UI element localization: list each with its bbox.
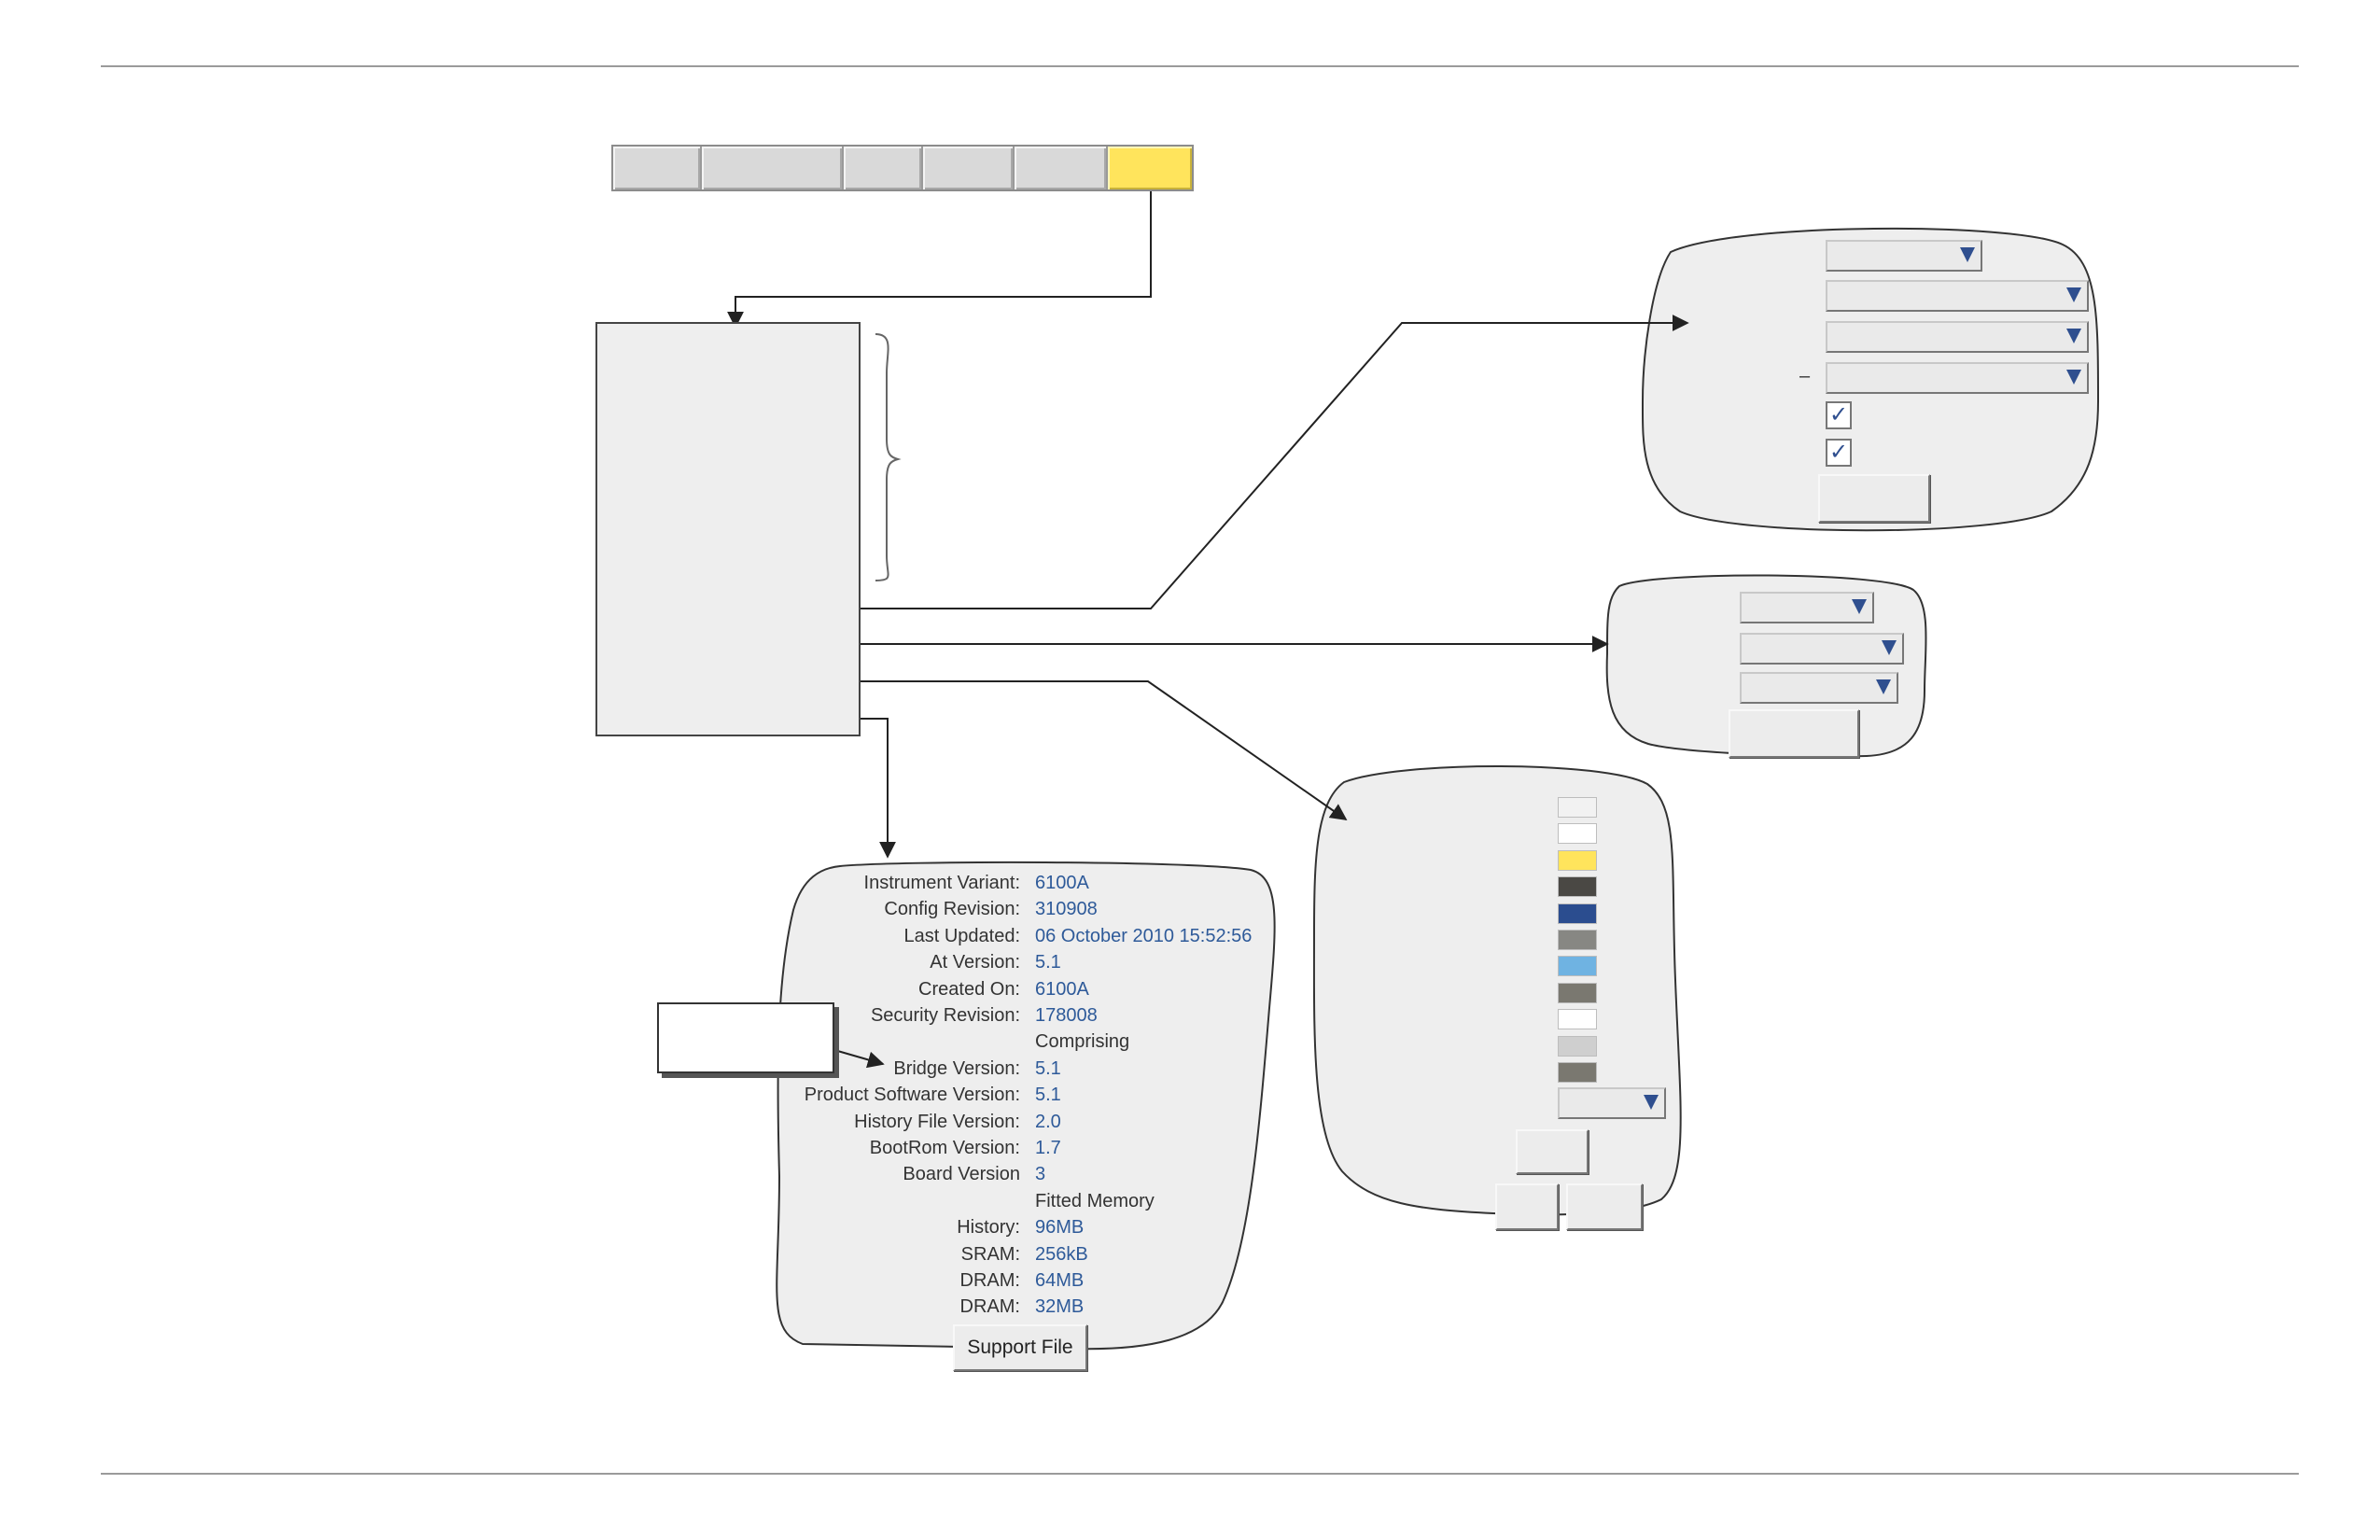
info-label: History File Version: [854, 1111, 1020, 1132]
chevron-down-icon [2066, 329, 2081, 343]
colour-swatch[interactable] [1558, 1009, 1597, 1030]
info-value: 32MB [1035, 1296, 1085, 1318]
checkbox-1[interactable]: ✓ [1826, 401, 1852, 429]
colour-swatch[interactable] [1558, 797, 1597, 818]
colour-swatch[interactable] [1558, 930, 1597, 950]
info-label: BootRom Version: [869, 1138, 1020, 1158]
info-label: At Version: [930, 952, 1020, 973]
info-value: 5.1 [1035, 1057, 1061, 1079]
colour-swatch[interactable] [1558, 1035, 1597, 1057]
info-label: SRAM: [960, 1243, 1020, 1265]
chevron-down-icon [1960, 247, 1975, 262]
middle-right-button[interactable] [1729, 709, 1859, 758]
callout-box [657, 1002, 834, 1073]
info-label: History: [957, 1217, 1020, 1239]
info-value: 96MB [1035, 1217, 1085, 1239]
colour-panel-left-button[interactable] [1495, 1183, 1559, 1230]
info-label: DRAM: [959, 1296, 1020, 1318]
chevron-down-icon [1852, 599, 1867, 614]
colour-swatch[interactable] [1558, 1062, 1597, 1083]
info-value: 1.7 [1035, 1138, 1061, 1158]
info-label: Bridge Version: [893, 1057, 1020, 1079]
info-label: Product Software Version: [804, 1085, 1020, 1106]
colour-panel-shape [1312, 765, 1682, 1216]
menu-tab-6-active[interactable] [1108, 147, 1192, 189]
info-label: DRAM: [959, 1270, 1020, 1291]
menu-tab-1[interactable] [613, 147, 702, 189]
chevron-down-icon [2066, 287, 2081, 302]
arrow-main-to-colour [861, 680, 1348, 821]
sub-menu-panel [595, 322, 861, 736]
info-value: 64MB [1035, 1270, 1085, 1291]
info-label: Instrument Variant: [863, 873, 1020, 893]
info-label: Created On: [918, 978, 1020, 1000]
info-value: 5.1 [1035, 952, 1061, 973]
info-section-heading: Fitted Memory [1035, 1190, 1155, 1211]
menu-bar [611, 145, 1194, 191]
info-value: 6100A [1035, 978, 1089, 1000]
info-value: 6100A [1035, 873, 1089, 893]
menu-tab-4[interactable] [923, 147, 1015, 189]
colour-swatch[interactable] [1558, 982, 1597, 1003]
info-value: 2.0 [1035, 1111, 1061, 1132]
info-label: Config Revision: [884, 899, 1020, 920]
colour-swatch[interactable] [1558, 903, 1597, 924]
top-right-button[interactable] [1818, 474, 1930, 523]
arrow-main-to-top-right [861, 315, 1689, 609]
colour-swatch[interactable] [1558, 849, 1597, 871]
info-value: 5.1 [1035, 1085, 1061, 1106]
menu-tab-5[interactable] [1015, 147, 1108, 189]
support-file-button[interactable]: Support File [953, 1324, 1087, 1371]
dash-mark: – [1799, 366, 1811, 386]
dropdown-4[interactable] [1826, 362, 2089, 394]
menu-tab-2[interactable] [702, 147, 844, 189]
info-value: 178008 [1035, 1005, 1098, 1026]
dropdown-1[interactable] [1826, 240, 1982, 272]
dropdown-5[interactable] [1740, 592, 1874, 623]
colour-panel-button[interactable] [1516, 1129, 1589, 1174]
info-value: 3 [1035, 1164, 1046, 1185]
colour-dropdown[interactable] [1558, 1087, 1666, 1119]
top-rule [101, 65, 2299, 67]
info-label: Security Revision: [870, 1005, 1020, 1026]
dropdown-3[interactable] [1826, 321, 2089, 353]
dropdown-7[interactable] [1740, 672, 1898, 704]
menu-tab-3[interactable] [844, 147, 923, 189]
arrow-menu-to-main [727, 189, 1152, 329]
colour-swatch[interactable] [1558, 956, 1597, 977]
info-label: Board Version [903, 1164, 1020, 1185]
colour-swatch[interactable] [1558, 823, 1597, 845]
info-section-heading: Comprising [1035, 1031, 1130, 1053]
chevron-down-icon [2066, 370, 2081, 385]
arrow-callout-to-info [833, 1049, 885, 1069]
bottom-rule [101, 1473, 2299, 1475]
colour-panel-right-button[interactable] [1566, 1183, 1643, 1230]
colour-swatch[interactable] [1558, 876, 1597, 898]
info-label: Last Updated: [903, 925, 1020, 946]
checkbox-2[interactable]: ✓ [1826, 439, 1852, 467]
chevron-down-icon [1882, 640, 1897, 655]
chevron-down-icon [1644, 1095, 1659, 1110]
chevron-down-icon [1876, 679, 1891, 694]
info-value: 06 October 2010 15:52:56 [1035, 925, 1253, 946]
dropdown-6[interactable] [1740, 633, 1904, 665]
brace [875, 333, 902, 581]
dropdown-2[interactable] [1826, 280, 2089, 312]
arrow-main-to-info [861, 718, 896, 859]
info-value: 310908 [1035, 899, 1098, 920]
info-value: 256kB [1035, 1243, 1088, 1265]
